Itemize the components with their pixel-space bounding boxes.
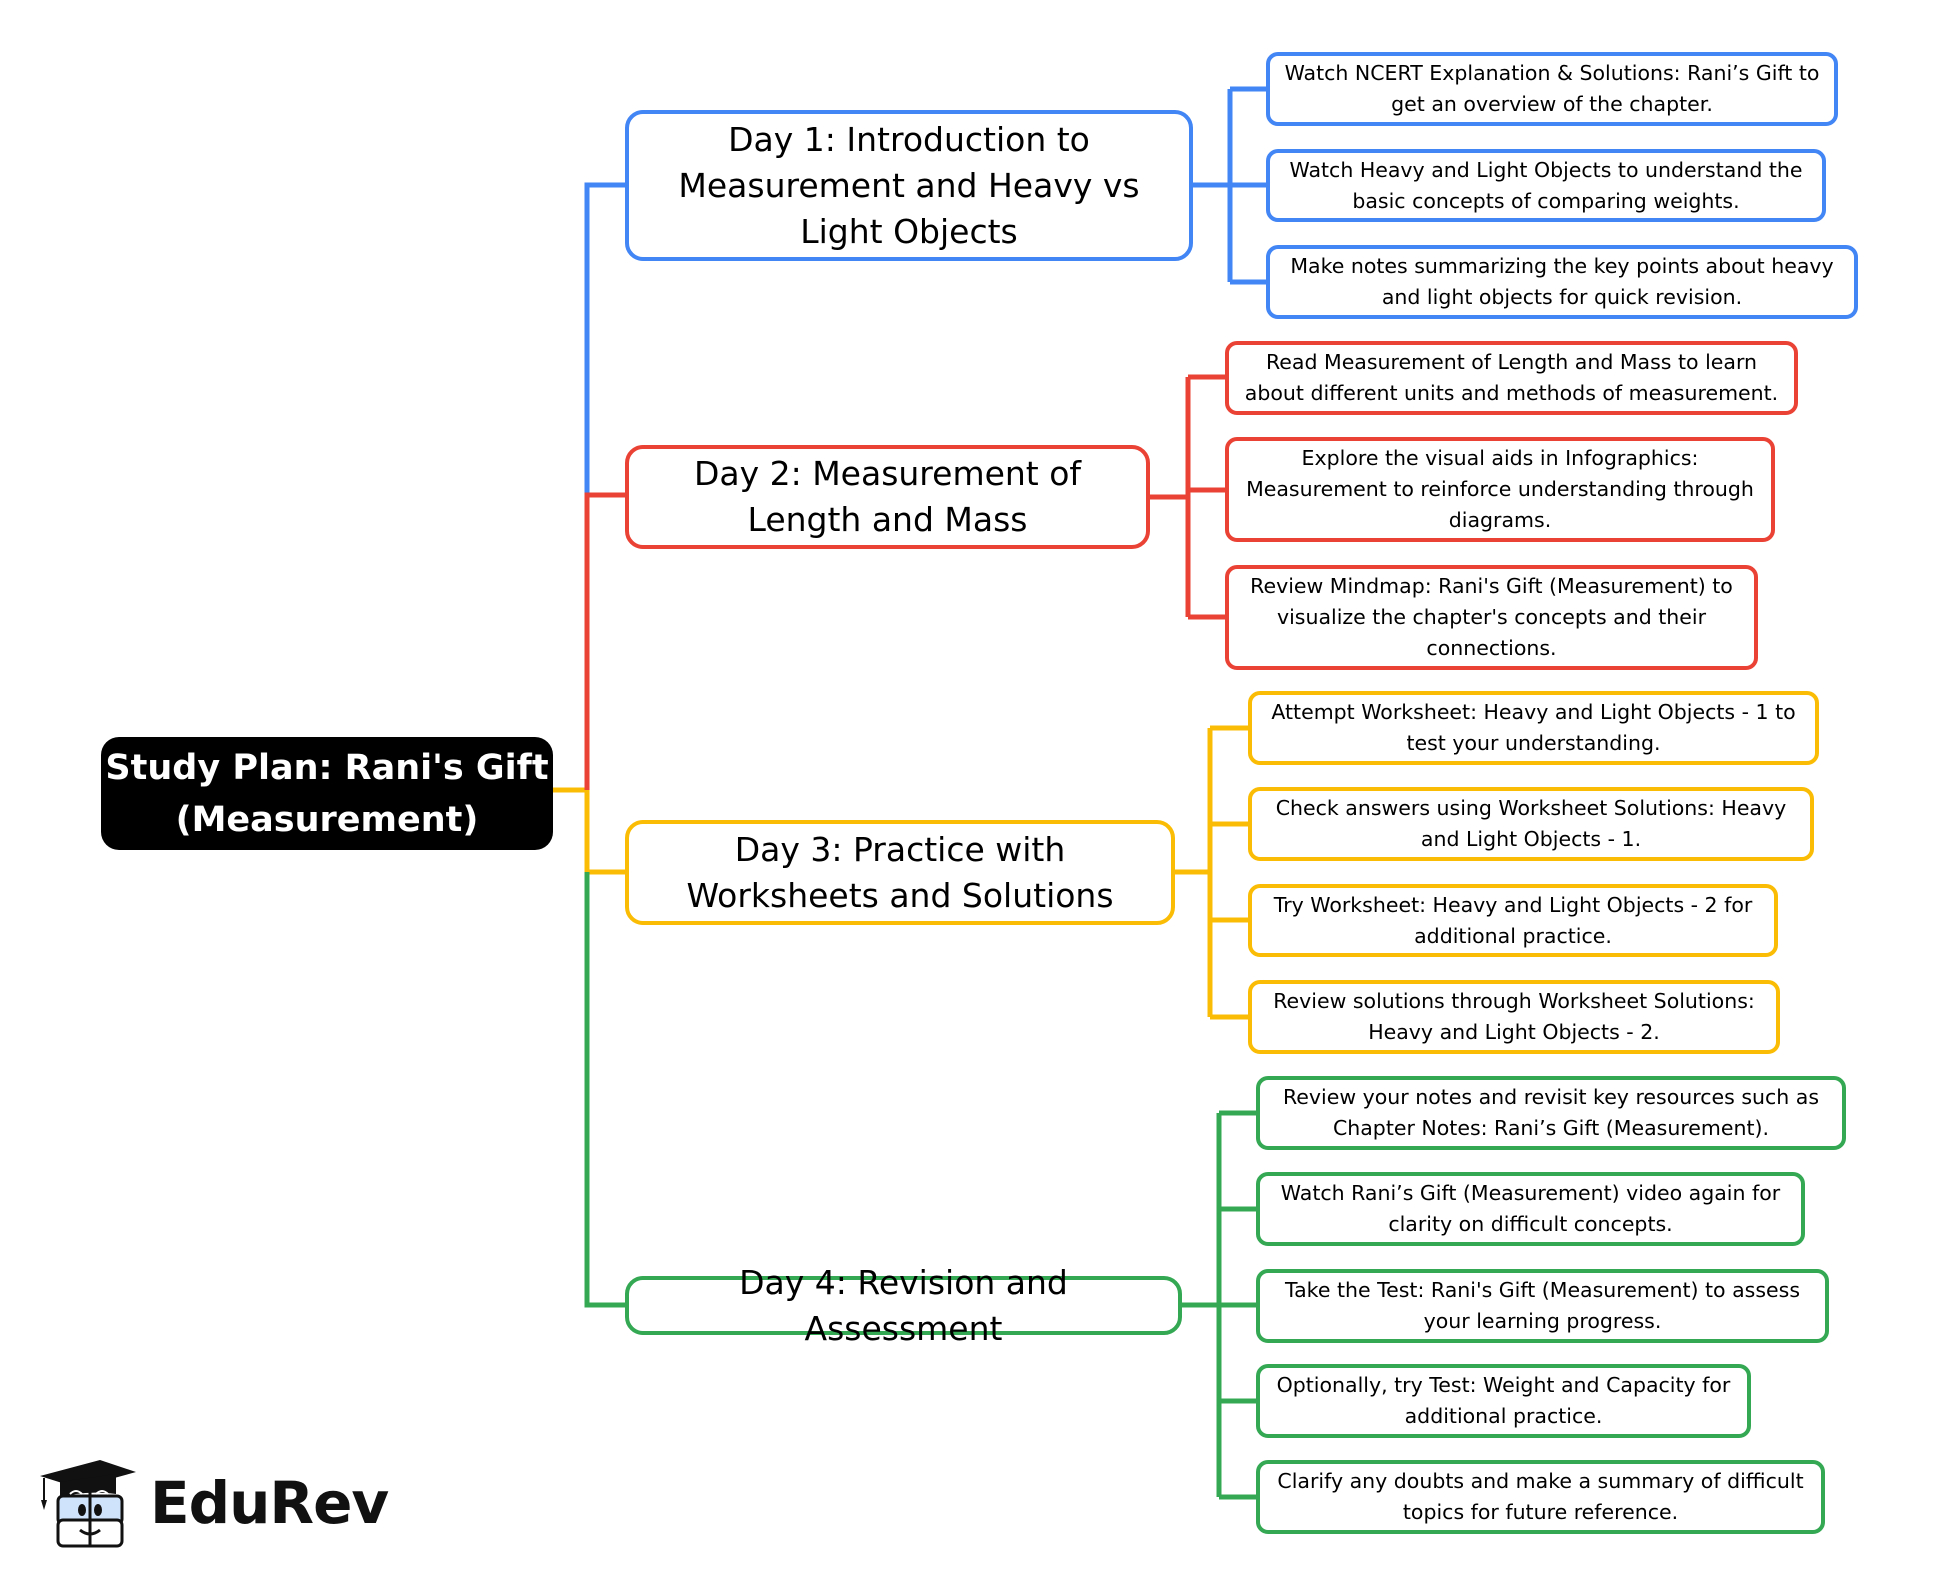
task-text: Watch Rani’s Gift (Measurement) video ag… <box>1280 1181 1781 1236</box>
edurev-logo: EduRev <box>38 1458 389 1548</box>
task-text: Review Mindmap: Rani's Gift (Measurement… <box>1250 574 1733 660</box>
day4-task-2: Watch Rani’s Gift (Measurement) video ag… <box>1256 1172 1805 1246</box>
day2-node: Day 2: Measurement of Length and Mass <box>625 445 1150 549</box>
root-title: Study Plan: Rani's Gift (Measurement) <box>105 747 549 840</box>
day1-task-3: Make notes summarizing the key points ab… <box>1266 245 1858 319</box>
task-text: Take the Test: Rani's Gift (Measurement)… <box>1284 1278 1801 1333</box>
day2-title: Day 2: Measurement of Length and Mass <box>693 454 1082 539</box>
day1-task-1: Watch NCERT Explanation & Solutions: Ran… <box>1266 52 1838 126</box>
task-text: Explore the visual aids in Infographics:… <box>1246 446 1754 532</box>
day4-task-1: Review your notes and revisit key resour… <box>1256 1076 1846 1150</box>
task-text: Read Measurement of Length and Mass to l… <box>1244 350 1779 405</box>
connector-trunk-day1 <box>584 182 625 790</box>
day3-task-1: Attempt Worksheet: Heavy and Light Objec… <box>1248 691 1819 765</box>
connector-trunk-day2 <box>584 492 625 790</box>
task-text: Clarify any doubts and make a summary of… <box>1277 1469 1804 1524</box>
day4-task-5: Clarify any doubts and make a summary of… <box>1256 1460 1825 1534</box>
day4-task-4: Optionally, try Test: Weight and Capacit… <box>1256 1364 1751 1438</box>
day3-task-3: Try Worksheet: Heavy and Light Objects -… <box>1248 884 1778 957</box>
task-text: Check answers using Worksheet Solutions:… <box>1275 796 1787 851</box>
connector-trunk-day3 <box>584 790 625 875</box>
task-text: Try Worksheet: Heavy and Light Objects -… <box>1273 892 1753 948</box>
day3-node: Day 3: Practice with Worksheets and Solu… <box>625 820 1175 925</box>
day2-task-1: Read Measurement of Length and Mass to l… <box>1225 341 1798 415</box>
day3-task-2: Check answers using Worksheet Solutions:… <box>1248 787 1814 861</box>
day4-node: Day 4: Revision and Assessment <box>625 1263 1182 1348</box>
day1-task-2: Watch Heavy and Light Objects to underst… <box>1266 149 1826 222</box>
task-text: Attempt Worksheet: Heavy and Light Objec… <box>1271 700 1796 755</box>
day3-task-4: Review solutions through Worksheet Solut… <box>1248 980 1780 1054</box>
task-text: Optionally, try Test: Weight and Capacit… <box>1276 1373 1731 1428</box>
brand-name: EduRev <box>150 1469 389 1537</box>
day4-title: Day 4: Revision and Assessment <box>739 1262 1068 1348</box>
task-text: Review solutions through Worksheet Solut… <box>1273 989 1755 1044</box>
task-text: Watch Heavy and Light Objects to underst… <box>1289 157 1803 213</box>
day1-title: Day 1: Introduction to Measurement and H… <box>678 119 1140 251</box>
connector-trunk-day4 <box>584 872 625 1308</box>
day2-task-2: Explore the visual aids in Infographics:… <box>1225 437 1775 542</box>
task-text: Watch NCERT Explanation & Solutions: Ran… <box>1284 61 1820 116</box>
day2-task-3: Review Mindmap: Rani's Gift (Measurement… <box>1225 565 1758 670</box>
day4-task-3: Take the Test: Rani's Gift (Measurement)… <box>1256 1269 1829 1343</box>
task-text: Make notes summarizing the key points ab… <box>1290 254 1834 309</box>
root-node: Study Plan: Rani's Gift (Measurement) <box>101 737 553 850</box>
day1-node: Day 1: Introduction to Measurement and H… <box>625 110 1193 261</box>
graduation-cap-mascot-icon <box>40 1460 136 1548</box>
day3-title: Day 3: Practice with Worksheets and Solu… <box>686 829 1114 915</box>
task-text: Review your notes and revisit key resour… <box>1282 1085 1820 1140</box>
